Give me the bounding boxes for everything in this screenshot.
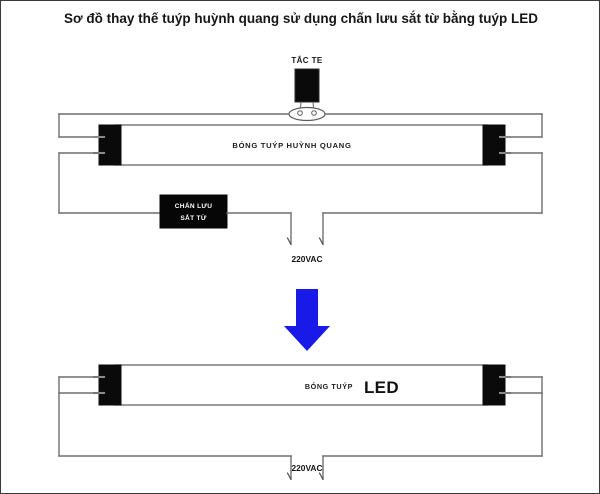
top-supply-label: 220VAC [291,254,322,264]
led-tube-label-small: BÓNG TUÝP [305,382,353,391]
ballast-box [159,194,228,229]
led-endcap-left [98,364,122,406]
bottom-circuit-group: BÓNG TUÝP LED 220VAC [58,364,543,481]
led-tube-body [114,364,488,406]
fluorescent-endcap-right [482,124,506,166]
ballast-label-line2: SẮT TỪ [180,213,207,222]
starter-pin-left [297,110,303,116]
page-title: Sơ đồ thay thế tuýp huỳnh quang sử dụng … [64,11,538,26]
starter-socket [288,106,326,122]
led-tube-label-large: LED [364,378,399,397]
ballast-label-line1: CHẤN LƯU [175,200,213,210]
down-arrow [284,289,330,351]
top-circuit-group: TẮC TE [58,56,543,264]
supply-arrowhead-left [286,237,292,246]
led-supply-arrowhead-left [286,472,292,481]
led-supply-arrowhead-right [318,472,324,481]
fluorescent-tube-label: BÓNG TUÝP HUỲNH QUANG [232,141,351,150]
fluorescent-endcap-left [98,124,122,166]
starter-body [294,68,320,103]
supply-arrowhead-right [318,237,324,246]
starter-label: TẮC TE [291,56,323,65]
led-endcap-right [482,364,506,406]
transition-arrow-group [284,289,330,351]
bottom-supply-label: 220VAC [291,463,322,473]
starter-pin-right [311,110,317,116]
